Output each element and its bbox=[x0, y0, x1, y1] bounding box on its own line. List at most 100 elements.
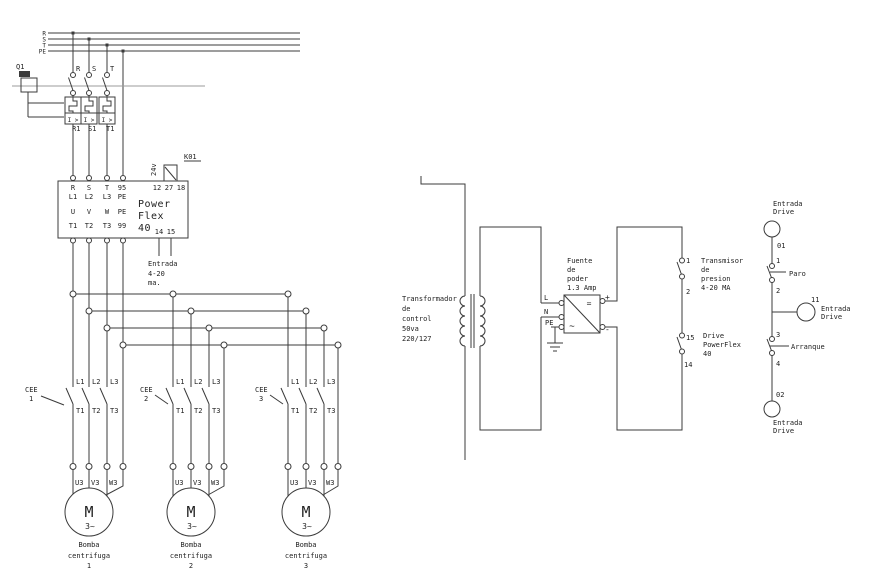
motor-term-u3: U3 bbox=[175, 479, 183, 487]
motor-m: M bbox=[84, 503, 93, 521]
drive-terminal bbox=[120, 237, 126, 244]
rail-node bbox=[119, 341, 127, 349]
drive-term: T2 bbox=[85, 222, 93, 230]
drive-terminal bbox=[104, 237, 110, 244]
contact-terminal bbox=[769, 350, 775, 356]
out-label-r1: R1 bbox=[72, 125, 80, 133]
connector bbox=[103, 463, 111, 470]
drive-aux-term: 14 bbox=[155, 228, 163, 236]
transformer-wires bbox=[420, 176, 559, 460]
psu-box bbox=[563, 294, 601, 334]
pole-terminal bbox=[104, 90, 110, 96]
inputs-bottom-label-1: Entrada bbox=[773, 419, 803, 427]
g1-t2: T2 bbox=[92, 407, 100, 415]
drive-name-line1: Power bbox=[138, 199, 171, 210]
motor-1: U3 V3 W3 M 3~ Bomba centrifuga 1 bbox=[64, 479, 117, 570]
transmitter-label-4: 4-20 MA bbox=[701, 284, 731, 292]
bus-junction bbox=[121, 49, 125, 53]
terminal-11 bbox=[796, 302, 816, 322]
psu-label-4: 1.3 Amp bbox=[567, 284, 597, 292]
g1-l3: L3 bbox=[110, 378, 118, 386]
cee-num-3: 3 bbox=[259, 395, 263, 403]
psu-dc-symbol: = bbox=[587, 299, 592, 308]
rail-node bbox=[220, 341, 228, 349]
xfmr-label-1: Transformador bbox=[402, 295, 457, 303]
contactor-groups: CEE 1 L1 L2 L3 T1 T2 T3 CEE 2 L1 L2 L3 T… bbox=[25, 378, 335, 415]
bus-junction bbox=[105, 43, 109, 47]
k01-voltage-label: 24v bbox=[150, 163, 158, 176]
inputs-bottom-label-2: Drive bbox=[773, 427, 794, 435]
overload-heater-symbols bbox=[68, 97, 112, 113]
cee-label-2: CEE bbox=[140, 386, 153, 394]
contact-terminal bbox=[679, 273, 685, 280]
inputs-c1: 1 bbox=[776, 257, 780, 265]
q1-label: Q1 bbox=[16, 63, 24, 71]
pole-wires bbox=[68, 77, 108, 175]
transmitter-label-1: Transmisor bbox=[701, 257, 743, 265]
trip-symbol: I > bbox=[68, 117, 79, 124]
cee-label-3: CEE bbox=[255, 386, 268, 394]
motor-term-w3: W3 bbox=[211, 479, 219, 487]
pole-label-t: T bbox=[110, 65, 115, 73]
out-label-t1: T1 bbox=[106, 125, 114, 133]
pole-terminal bbox=[104, 72, 110, 78]
inputs-c4: 4 bbox=[776, 360, 780, 368]
analog-label-2: 4-20 bbox=[148, 270, 165, 278]
drive-term: PE bbox=[118, 193, 126, 201]
loop-wires bbox=[605, 226, 683, 431]
cee-num-1: 1 bbox=[29, 395, 33, 403]
rail-node bbox=[205, 324, 213, 332]
drive-term: R bbox=[71, 184, 76, 192]
drive-terminal bbox=[86, 237, 92, 244]
contact-terminal bbox=[769, 277, 775, 283]
psu-label-2: de bbox=[567, 266, 575, 274]
k01-contact: 24v K01 bbox=[150, 153, 201, 181]
paro-label: Paro bbox=[789, 270, 806, 278]
bus-label-t: T bbox=[42, 43, 46, 50]
drive-term: T bbox=[105, 184, 110, 192]
motor-caption-1: Bomba bbox=[295, 541, 316, 549]
g1-l2: L2 bbox=[92, 378, 100, 386]
chain-term-14: 14 bbox=[684, 361, 692, 369]
connector bbox=[119, 463, 127, 470]
g3-l3: L3 bbox=[327, 378, 335, 386]
drive-terminal bbox=[70, 175, 76, 181]
power-supply: L N PE + - = ~ Fuente de poder 1.3 Amp bbox=[544, 257, 610, 352]
inputs-c2: 2 bbox=[776, 287, 780, 295]
drive-aux-term: 18 bbox=[177, 184, 185, 192]
g2-l3: L3 bbox=[212, 378, 220, 386]
connector bbox=[205, 463, 213, 470]
inputs-c3: 3 bbox=[776, 331, 780, 339]
terminal-02 bbox=[763, 400, 781, 418]
pole-label-r: R bbox=[76, 65, 81, 73]
drive-term: U bbox=[71, 208, 75, 216]
rail-node bbox=[302, 307, 310, 315]
contact-terminal bbox=[769, 336, 775, 342]
g2-t1: T1 bbox=[176, 407, 184, 415]
pole-label-s: S bbox=[92, 65, 96, 73]
drive-term: 95 bbox=[118, 184, 126, 192]
chain-term-1: 1 bbox=[686, 257, 690, 265]
motor-phase: 3~ bbox=[302, 522, 312, 531]
contact-terminal bbox=[769, 263, 775, 269]
motor-connectors bbox=[69, 463, 342, 496]
terminal-01 bbox=[763, 220, 781, 238]
rail-node bbox=[85, 307, 93, 315]
bus-label-pe: PE bbox=[39, 49, 47, 56]
motor-term-u3: U3 bbox=[290, 479, 298, 487]
control-transformer: Transformador de control 50va 220/127 bbox=[402, 176, 559, 460]
drive-terminal bbox=[70, 237, 76, 244]
connector bbox=[69, 463, 77, 470]
trip-symbol: I > bbox=[102, 117, 113, 124]
inputs-top-label-1: Entrada bbox=[773, 200, 803, 208]
power-bus: R S T PE bbox=[39, 31, 300, 175]
connector bbox=[187, 463, 195, 470]
motor-circle bbox=[64, 487, 114, 537]
psu-ac-symbol: ~ bbox=[569, 322, 575, 332]
drive-aux-term: 12 bbox=[153, 184, 161, 192]
g1-l1: L1 bbox=[76, 378, 84, 386]
drive-term: L1 bbox=[69, 193, 77, 201]
chain-term-2: 2 bbox=[686, 288, 690, 296]
pole-terminal bbox=[86, 72, 92, 78]
